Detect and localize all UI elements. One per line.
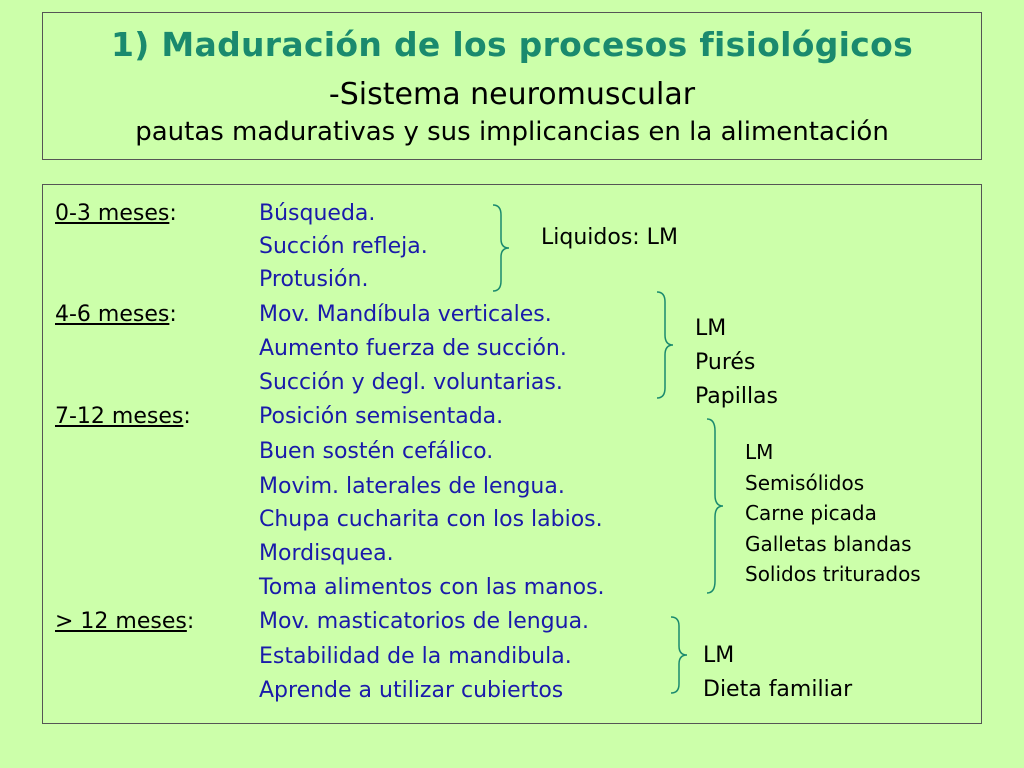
food-list: LM Semisólidos Carne picada Galletas bla… (745, 437, 921, 590)
food-list: Liquidos: LM (541, 221, 678, 255)
food-list: LM Purés Papillas (695, 312, 778, 414)
title-box: 1) Maduración de los procesos fisiológic… (42, 12, 982, 160)
food-item: LM (745, 440, 774, 464)
milestone-item: Mov. Mandíbula verticales. (259, 302, 552, 327)
food-item: Liquidos: LM (541, 225, 678, 250)
milestone-item: Succión y degl. voluntarias. (259, 370, 563, 395)
age-label: 4-6 meses: (55, 302, 177, 327)
food-item: Dieta familiar (703, 677, 853, 702)
brace-icon (656, 291, 674, 399)
food-item: Carne picada (745, 501, 877, 525)
slide-title: 1) Maduración de los procesos fisiológic… (110, 25, 914, 64)
food-item: Purés (695, 350, 756, 375)
milestone-item: Posición semisentada. (259, 404, 504, 429)
milestone-item: Aprende a utilizar cubiertos (259, 678, 564, 703)
brace-icon (492, 204, 510, 292)
milestone-item: Mordisquea. (259, 541, 394, 566)
age-label: 7-12 meses: (55, 404, 191, 429)
age-label: 0-3 meses: (55, 201, 177, 226)
food-item: Papillas (695, 384, 779, 409)
milestone-item: Toma alimentos con las manos. (259, 575, 605, 600)
milestone-item: Buen sostén cefálico. (259, 439, 494, 464)
food-item: LM (695, 316, 727, 341)
food-item: Galletas blandas (745, 531, 912, 556)
slide-subtitle: -Sistema neuromuscular (328, 77, 696, 112)
brace-icon (706, 418, 724, 594)
milestone-item: Movim. laterales de lengua. (259, 474, 565, 499)
age-label: > 12 meses: (55, 609, 195, 634)
milestone-item: Mov. masticatorios de lengua. (259, 609, 590, 634)
milestone-item: Búsqueda. (259, 201, 376, 226)
food-list: LM Dieta familiar (703, 639, 852, 707)
brace-icon (670, 616, 688, 694)
food-item: Solidos triturados (745, 562, 921, 586)
milestone-item: Chupa cucharita con los labios. (259, 507, 603, 532)
milestone-item: Aumento fuerza de succión. (259, 336, 567, 361)
milestone-item: Succión refleja. (259, 234, 428, 259)
milestone-item: Estabilidad de la mandibula. (259, 644, 572, 669)
content-box: 0-3 meses: Búsqueda. Succión refleja. Pr… (42, 184, 982, 724)
slide-caption: pautas madurativas y sus implicancias en… (135, 117, 889, 147)
milestone-item: Protusión. (259, 267, 369, 292)
food-item: LM (703, 643, 735, 668)
food-item: Semisólidos (745, 470, 865, 495)
